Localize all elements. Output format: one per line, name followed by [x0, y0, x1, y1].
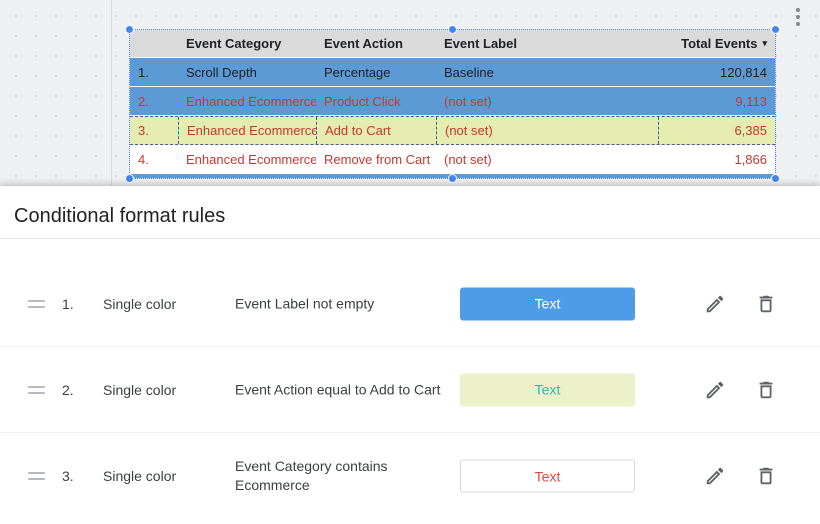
cell-index: 2. [138, 93, 149, 109]
kebab-menu-icon [796, 8, 800, 12]
cell-label: (not set) [436, 117, 658, 144]
pencil-icon [706, 381, 724, 398]
cell-total: 6,385 [658, 117, 775, 144]
cell-index: 3. [138, 123, 149, 138]
cell-category: Enhanced Ecommerce [186, 151, 316, 167]
cell-action: Add to Cart [316, 117, 436, 144]
cell-index: 5. [130, 174, 178, 178]
table-body: 1. Scroll Depth Percentage Baseline 120,… [130, 58, 775, 178]
cell-category: Enhanced Ecommerce [178, 174, 316, 178]
cell-action: Remove from Cart [324, 151, 431, 167]
cell-action: Percentage [324, 64, 391, 80]
drag-handle-icon[interactable] [28, 472, 45, 480]
drag-handle-icon[interactable] [28, 299, 45, 308]
rule-index: 1. [62, 295, 74, 312]
rules-list: 1. Single color Event Label not empty Te… [0, 239, 820, 519]
column-header-category[interactable]: Event Category [186, 36, 282, 51]
column-header-label[interactable]: Event Label [444, 36, 517, 51]
pencil-icon [706, 295, 724, 312]
rule-color-swatch[interactable]: Text [460, 287, 635, 320]
canvas-edge-line [111, 0, 112, 186]
rule-index: 3. [62, 468, 74, 484]
pencil-icon [706, 467, 724, 485]
cell-index: 1. [138, 64, 149, 80]
cell-label: Android Tone Hoodie Black [436, 174, 658, 178]
selection-handle-top-right[interactable] [771, 25, 780, 34]
cell-category: Enhanced Ecommerce [186, 93, 316, 109]
selection-handle-bottom-center[interactable] [448, 174, 457, 183]
table-header-row: Event Category Event Action Event Label … [130, 30, 775, 58]
column-header-index [130, 30, 178, 57]
delete-rule-button[interactable] [755, 379, 777, 401]
trash-icon [759, 381, 773, 398]
sort-desc-icon: ▾ [762, 38, 767, 48]
cell-index: 4. [138, 151, 149, 167]
cell-action: Quickview Click [316, 174, 436, 178]
table-row: 2. Enhanced Ecommerce Product Click (not… [130, 87, 775, 116]
delete-rule-button[interactable] [755, 293, 777, 315]
cell-total: 120,814 [720, 64, 767, 80]
edit-rule-button[interactable] [704, 379, 726, 401]
rule-type: Single color [103, 381, 177, 398]
cell-label: (not set) [444, 151, 492, 167]
more-options-button[interactable] [789, 5, 807, 29]
delete-rule-button[interactable] [755, 465, 777, 487]
rule-color-swatch[interactable]: Text [460, 373, 635, 406]
table-row: 4. Enhanced Ecommerce Remove from Cart (… [130, 145, 775, 174]
edit-rule-button[interactable] [704, 465, 726, 487]
cell-category: Scroll Depth [186, 64, 257, 80]
drag-handle-icon[interactable] [28, 385, 45, 394]
table-row: 1. Scroll Depth Percentage Baseline 120,… [130, 58, 775, 87]
cell-total: 1,320 [658, 174, 775, 178]
cell-total: 1,866 [734, 151, 767, 167]
rule-index: 2. [62, 381, 74, 398]
selection-handle-top-left[interactable] [125, 25, 134, 34]
table-row-highlighted: 3. Enhanced Ecommerce Add to Cart (not s… [130, 116, 775, 145]
rule-condition: Event Category contains Ecommerce [235, 458, 388, 493]
trash-icon [759, 295, 773, 312]
format-rule-row: 2. Single color Event Action equal to Ad… [0, 347, 820, 433]
rule-condition: Event Label not empty [235, 295, 375, 311]
edit-rule-button[interactable] [704, 293, 726, 315]
trash-icon [759, 467, 773, 485]
panel-divider [0, 238, 820, 239]
editor-canvas: Event Category Event Action Event Label … [0, 0, 820, 186]
panel-title: Conditional format rules [14, 205, 226, 227]
selection-handle-top-center[interactable] [448, 25, 457, 34]
cell-label: (not set) [444, 93, 492, 109]
cell-action: Product Click [324, 93, 401, 109]
rule-color-swatch[interactable]: Text [460, 459, 635, 493]
format-rule-row: 1. Single color Event Label not empty Te… [0, 261, 820, 347]
cell-category: Enhanced Ecommerce [178, 117, 316, 144]
selection-handle-bottom-right[interactable] [771, 174, 780, 183]
cell-total: 9,113 [735, 93, 767, 109]
data-table[interactable]: Event Category Event Action Event Label … [130, 30, 775, 178]
selection-handle-bottom-left[interactable] [125, 174, 134, 183]
rule-condition: Event Action equal to Add to Cart [235, 381, 441, 397]
column-header-action[interactable]: Event Action [324, 36, 403, 51]
cell-label: Baseline [444, 64, 494, 80]
rule-type: Single color [103, 295, 177, 312]
column-header-total[interactable]: Total Events ▾ [681, 36, 767, 51]
rule-type: Single color [103, 468, 177, 484]
conditional-format-panel: Conditional format rules 1. Single color… [0, 186, 820, 524]
format-rule-row: 3. Single color Event Category contains … [0, 433, 820, 519]
